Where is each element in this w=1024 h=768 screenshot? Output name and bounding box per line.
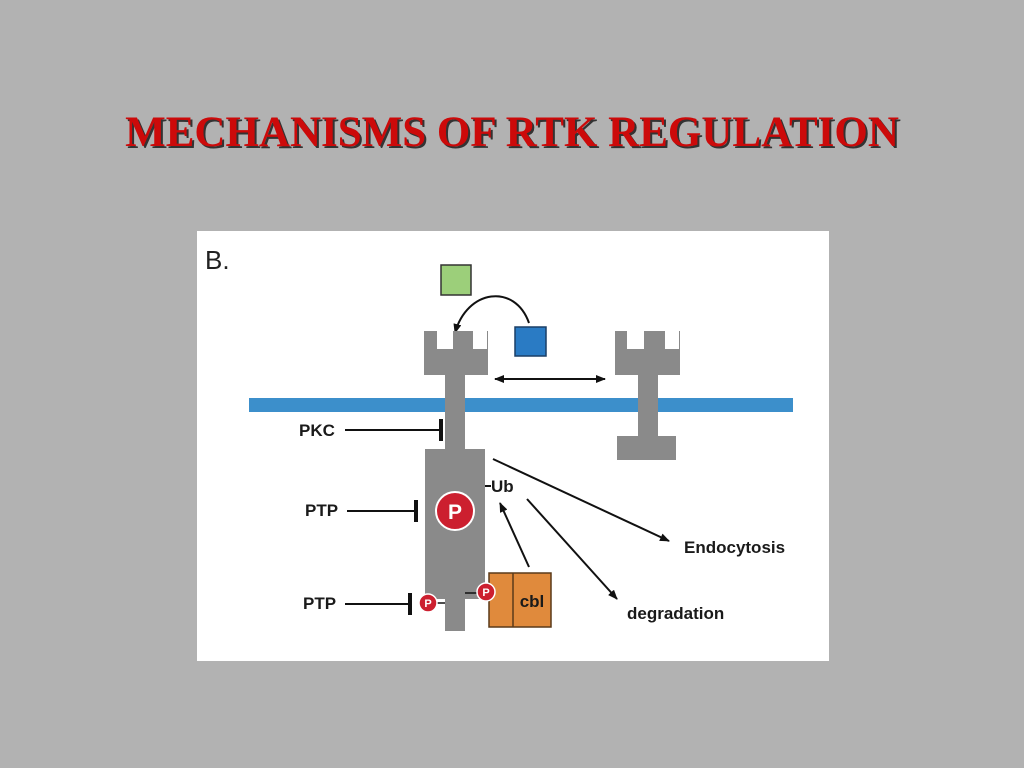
phospho-large-label: P bbox=[448, 501, 462, 524]
endocytosis-label: Endocytosis bbox=[684, 538, 785, 557]
phospho-site-small-right bbox=[476, 582, 496, 602]
phospho-site-small-left bbox=[418, 593, 438, 613]
rtk-regulation-diagram: B. PKC P PTP bbox=[205, 245, 793, 631]
ptp-lower-label: PTP bbox=[303, 594, 336, 613]
receptor-left bbox=[424, 331, 488, 631]
cbl-label: cbl bbox=[520, 592, 545, 611]
phospho-small-left-label: P bbox=[424, 598, 431, 610]
phospho-small-right-label: P bbox=[482, 587, 489, 599]
phospho-site-large bbox=[435, 491, 475, 531]
ub-label: Ub bbox=[491, 477, 514, 496]
endocytosis-arrow bbox=[492, 458, 670, 542]
ligand-binding-arrow bbox=[453, 295, 530, 334]
ligand-blue-square bbox=[514, 326, 547, 357]
figure-panel: B. PKC P PTP bbox=[197, 231, 829, 661]
receptor-right bbox=[615, 331, 680, 460]
ptp-upper-label: PTP bbox=[305, 501, 338, 520]
pkc-label: PKC bbox=[299, 421, 335, 440]
degradation-arrow bbox=[526, 498, 618, 600]
slide-title: MECHANISMS OF RTK REGULATION bbox=[125, 109, 899, 156]
cell-membrane bbox=[249, 398, 793, 412]
degradation-label: degradation bbox=[627, 604, 724, 623]
ligand-green-square bbox=[440, 264, 472, 296]
cbl-ubiquitination-arrow bbox=[499, 502, 530, 568]
cbl-protein bbox=[488, 572, 552, 628]
panel-letter: B. bbox=[205, 245, 230, 275]
